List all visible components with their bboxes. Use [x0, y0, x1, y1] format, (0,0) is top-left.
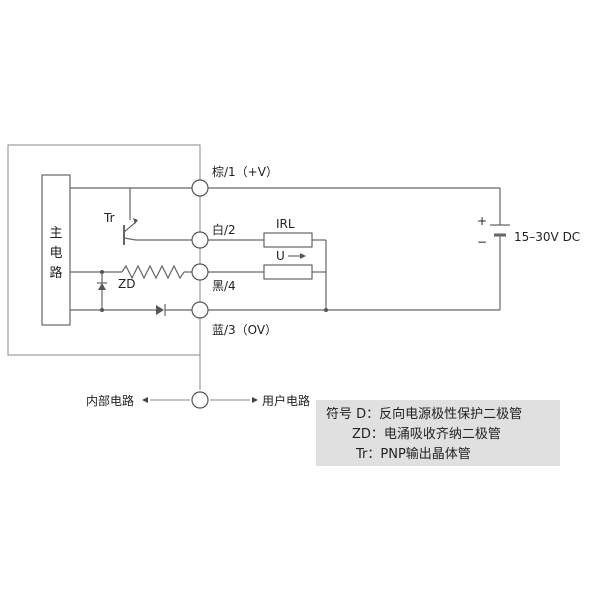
- terminal-1: [191, 179, 209, 197]
- irl-label: IRL: [276, 217, 295, 231]
- legend-line-3: Tr：PNP输出晶体管: [355, 446, 471, 462]
- tr-emitter-diag: [123, 221, 137, 233]
- zener-icon: [98, 283, 106, 290]
- terminal-3: [191, 301, 209, 319]
- tr-collector: [123, 237, 137, 241]
- junction-zener-top: [100, 270, 104, 274]
- diode-icon: [156, 305, 164, 315]
- sensor-housing: [7, 144, 201, 356]
- tr-arrow-icon: [133, 218, 138, 224]
- arrow-right-icon: [252, 397, 258, 403]
- terminal-2: [191, 231, 209, 249]
- main-circuit-box: [41, 174, 71, 326]
- supply-voltage: 15–30V DC: [514, 230, 580, 244]
- legend-line-2: ZD：电涌吸收齐纳二极管: [352, 426, 501, 442]
- supply-minus: −: [477, 235, 487, 249]
- supply-plus: +: [477, 214, 487, 228]
- u-label: U: [276, 249, 285, 263]
- main-circuit-label-1: 主: [49, 226, 62, 241]
- boundary-terminal: [191, 391, 209, 409]
- terminal-4: [191, 263, 209, 281]
- flow-inner-label: 内部电路: [86, 393, 134, 408]
- irl-load: [263, 232, 313, 248]
- terminal-4-label: 黑/4: [212, 279, 236, 293]
- u-load: [263, 264, 313, 280]
- legend-box: [316, 400, 560, 466]
- main-circuit-label-3: 路: [49, 265, 62, 281]
- flow-user-label: 用户电路: [262, 393, 310, 408]
- arrow-left-icon: [142, 397, 148, 403]
- junction-dot: [324, 308, 328, 312]
- main-circuit-label-2: 电: [49, 246, 62, 261]
- zener-label: ZD: [118, 277, 135, 291]
- terminal-3-label: 蓝/3（OV）: [212, 323, 277, 337]
- u-arrow-icon: [300, 253, 306, 259]
- transistor-label: Tr: [103, 211, 115, 225]
- junction-zener-bottom: [100, 308, 104, 312]
- terminal-2-label: 白/2: [212, 222, 236, 237]
- zener-resistor-zigzag: [121, 264, 185, 280]
- legend-line-1: 符号 D：反向电源极性保护二极管: [326, 406, 522, 422]
- terminal-1-label: 棕/1（+V）: [212, 164, 278, 179]
